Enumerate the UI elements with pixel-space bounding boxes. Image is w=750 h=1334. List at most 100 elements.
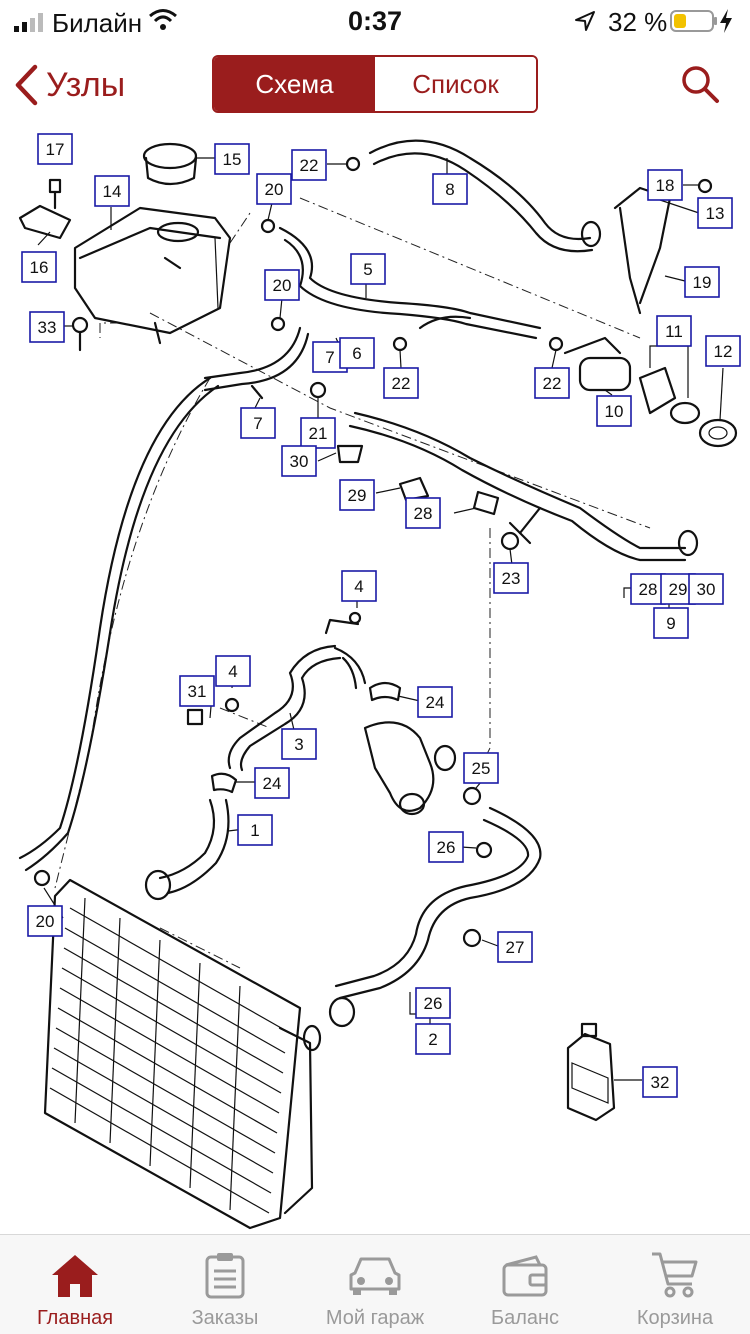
- part-label-text: 20: [36, 912, 55, 931]
- navigation-bar: Узлы Схема Список: [0, 44, 750, 128]
- filler-cap-part: [142, 142, 198, 186]
- part-label-text: 23: [502, 569, 521, 588]
- part-label-6[interactable]: 6: [339, 337, 375, 369]
- part-label-26[interactable]: 26: [415, 987, 451, 1019]
- part-label-text: 7: [325, 348, 334, 367]
- part-label-32[interactable]: 32: [642, 1066, 678, 1098]
- part-label-text: 28: [639, 580, 658, 599]
- part-label-text: 4: [354, 577, 363, 596]
- part-label-text: 29: [348, 486, 367, 505]
- segment-list[interactable]: Список: [375, 57, 536, 111]
- part-label-9[interactable]: 9: [653, 607, 689, 639]
- search-button[interactable]: [680, 64, 720, 109]
- part-label-20[interactable]: 20: [256, 173, 292, 205]
- part-label-28[interactable]: 28: [405, 497, 441, 529]
- part-label-text: 13: [706, 204, 725, 223]
- part-label-22[interactable]: 22: [534, 367, 570, 399]
- cart-icon: [650, 1249, 700, 1301]
- pump-10-part: [563, 336, 632, 392]
- part-label-31[interactable]: 31: [179, 675, 215, 707]
- part-label-text: 31: [188, 682, 207, 701]
- back-label: Узлы: [46, 65, 126, 104]
- tab-orders[interactable]: Заказы: [150, 1235, 300, 1334]
- part-label-13[interactable]: 13: [697, 197, 733, 229]
- part-label-22[interactable]: 22: [291, 149, 327, 181]
- part-label-22[interactable]: 22: [383, 367, 419, 399]
- hose-9-part: [348, 411, 699, 562]
- part-label-text: 14: [103, 182, 122, 201]
- part-label-14[interactable]: 14: [94, 175, 130, 207]
- part-label-33[interactable]: 33: [29, 311, 65, 343]
- segment-scheme[interactable]: Схема: [214, 57, 375, 111]
- part-label-text: 5: [363, 260, 372, 279]
- part-label-text: 8: [445, 180, 454, 199]
- part-label-text: 28: [414, 504, 433, 523]
- part-label-25[interactable]: 25: [463, 752, 499, 784]
- part-label-text: 19: [693, 273, 712, 292]
- part-label-text: 16: [30, 258, 49, 277]
- part-label-5[interactable]: 5: [350, 253, 386, 285]
- part-label-21[interactable]: 21: [300, 417, 336, 449]
- hose-8-part: [368, 139, 602, 253]
- part-label-text: 22: [300, 156, 319, 175]
- part-label-text: 9: [666, 614, 675, 633]
- part-label-23[interactable]: 23: [493, 562, 529, 594]
- part-label-27[interactable]: 27: [497, 931, 533, 963]
- bleed-line-part: [18, 376, 220, 887]
- car-icon: [347, 1249, 403, 1301]
- part-label-1[interactable]: 1: [237, 814, 273, 846]
- part-label-24[interactable]: 24: [417, 686, 453, 718]
- part-label-20[interactable]: 20: [27, 905, 63, 937]
- part-label-text: 21: [309, 424, 328, 443]
- part-label-2[interactable]: 2: [415, 1023, 451, 1055]
- part-label-4[interactable]: 4: [341, 570, 377, 602]
- part-label-12[interactable]: 12: [705, 335, 741, 367]
- part-label-18[interactable]: 18: [647, 169, 683, 201]
- part-label-text: 17: [46, 140, 65, 159]
- part-label-8[interactable]: 8: [432, 173, 468, 205]
- tab-garage[interactable]: Мой гараж: [300, 1235, 450, 1334]
- part-label-30[interactable]: 30: [688, 573, 724, 605]
- part-label-4[interactable]: 4: [215, 655, 251, 687]
- part-label-text: 30: [290, 452, 309, 471]
- part-label-17[interactable]: 17: [37, 133, 73, 165]
- tab-home[interactable]: Главная: [0, 1235, 150, 1334]
- part-label-text: 18: [656, 176, 675, 195]
- tab-garage-label: Мой гараж: [325, 1307, 425, 1329]
- part-label-24[interactable]: 24: [254, 767, 290, 799]
- part-label-28[interactable]: 28: [630, 573, 666, 605]
- tab-bar: Главная Заказы Мой гараж: [0, 1234, 750, 1334]
- expansion-tank-part: [73, 206, 232, 345]
- coolant-bottle-part: [566, 1022, 616, 1122]
- part-label-text: 2: [428, 1030, 437, 1049]
- hose-1-part: [144, 772, 238, 901]
- part-label-16[interactable]: 16: [21, 251, 57, 283]
- hose-2-part: [328, 786, 542, 1028]
- bolt-33-part: [71, 316, 89, 352]
- part-label-29[interactable]: 29: [339, 479, 375, 511]
- part-label-text: 30: [697, 580, 716, 599]
- part-label-text: 20: [265, 180, 284, 199]
- part-label-7[interactable]: 7: [240, 407, 276, 439]
- part-label-20[interactable]: 20: [264, 269, 300, 301]
- part-label-26[interactable]: 26: [428, 831, 464, 863]
- tab-balance[interactable]: Баланс: [450, 1235, 600, 1334]
- tab-cart[interactable]: Корзина: [600, 1235, 750, 1334]
- part-label-3[interactable]: 3: [281, 728, 317, 760]
- part-label-text: 22: [543, 374, 562, 393]
- part-label-text: 25: [472, 759, 491, 778]
- clamps-part: [260, 156, 564, 551]
- battery-percent: 32 %: [608, 7, 668, 37]
- back-button[interactable]: Узлы: [14, 62, 125, 108]
- part-label-text: 3: [294, 735, 303, 754]
- part-label-text: 27: [506, 938, 525, 957]
- part-label-10[interactable]: 10: [596, 395, 632, 427]
- part-label-30[interactable]: 30: [281, 445, 317, 477]
- part-label-19[interactable]: 19: [684, 266, 720, 298]
- tab-balance-label: Баланс: [490, 1307, 560, 1329]
- part-label-15[interactable]: 15: [214, 143, 250, 175]
- part-label-11[interactable]: 11: [656, 315, 692, 347]
- hose-6-part: [203, 326, 310, 400]
- carrier-name: Билайн: [52, 8, 143, 38]
